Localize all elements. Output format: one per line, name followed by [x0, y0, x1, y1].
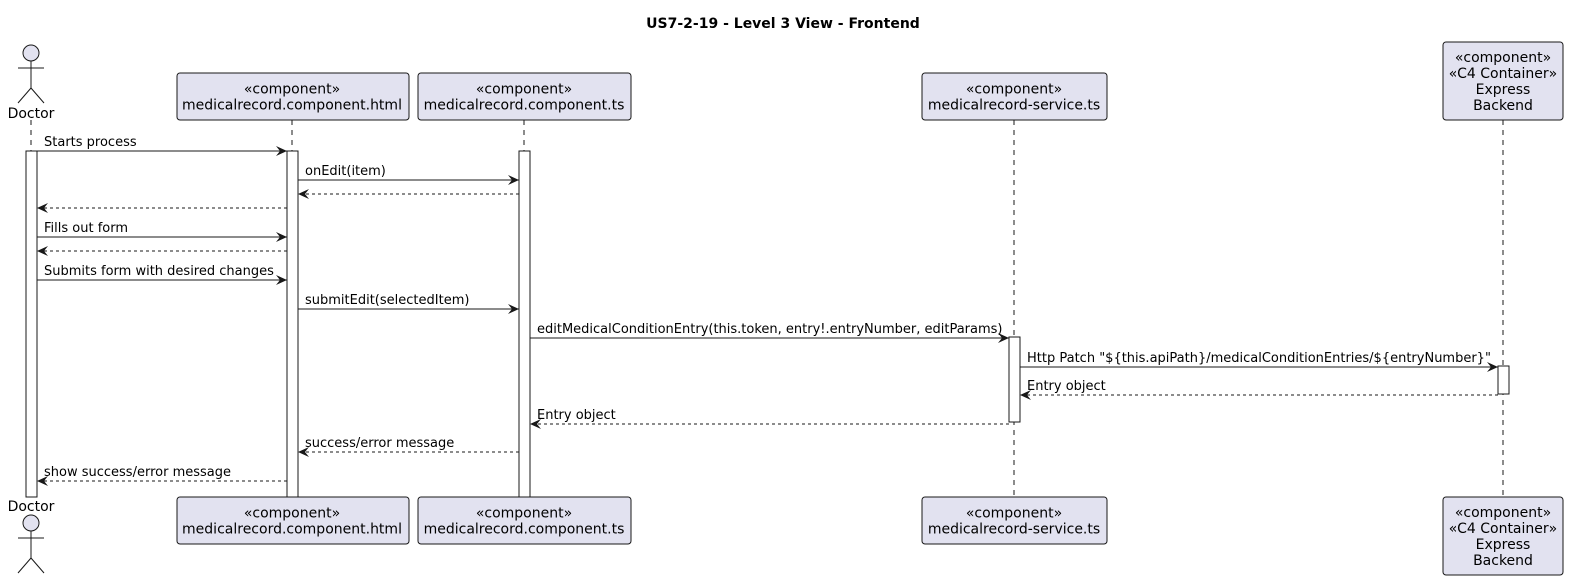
participant-box [176, 72, 410, 121]
participant-ts-bottom: «component»medicalrecord.component.ts [417, 496, 632, 545]
participants-top: Doctor«component»medicalrecord.component… [8, 41, 1564, 122]
participant-label-line: medicalrecord.component.html [182, 98, 402, 114]
activation-bar-doctor [25, 150, 38, 498]
participant-box [1442, 496, 1564, 576]
message-label: Entry object [1027, 379, 1106, 394]
message-label: Starts process [44, 135, 137, 150]
lifelines [30, 120, 1504, 497]
participant-box [417, 72, 632, 121]
message-7: Submits form with desired changes [37, 264, 287, 285]
participant-label-line: «component» [966, 82, 1062, 98]
participant-box [921, 496, 1108, 545]
participant-label-line: Backend [1473, 98, 1533, 114]
participant-label-line: Express [1476, 82, 1531, 98]
participant-label-line: «component» [476, 506, 572, 522]
message-8: submitEdit(selectedItem) [298, 293, 519, 314]
actor-icon [17, 44, 45, 104]
message-label: success/error message [305, 436, 454, 451]
participant-label-line: «component» [1455, 505, 1551, 521]
participant-html-bottom: «component»medicalrecord.component.html [176, 496, 410, 545]
activation-bar-ts [518, 150, 531, 498]
participant-label-line: Express [1476, 537, 1531, 553]
message-label: Http Patch "${this.apiPath}/medicalCondi… [1027, 351, 1491, 366]
message-label: submitEdit(selectedItem) [305, 293, 469, 308]
activation-bars [25, 150, 1510, 498]
participant-box [417, 496, 632, 545]
message-14: show success/error message [37, 465, 287, 486]
participant-label-line: «component» [244, 506, 340, 522]
message-9: editMedicalConditionEntry(this.token, en… [530, 322, 1009, 343]
activation-bar-backend [1497, 365, 1510, 395]
message-label: Submits form with desired changes [44, 264, 274, 279]
participant-service-bottom: «component»medicalrecord-service.ts [921, 496, 1108, 545]
participant-label-line: «C4 Container» [1449, 521, 1557, 537]
participant-box [921, 72, 1108, 121]
participant-doctor-bottom: Doctor [8, 499, 55, 574]
participant-label-line: medicalrecord-service.ts [928, 98, 1100, 114]
message-13: success/error message [298, 436, 519, 457]
participant-label-line: medicalrecord.component.ts [424, 522, 625, 538]
participants-bottom: Doctor«component»medicalrecord.component… [8, 496, 1564, 576]
participant-label-line: Backend [1473, 553, 1533, 569]
message-5: Fills out form [37, 221, 287, 242]
message-label: editMedicalConditionEntry(this.token, en… [537, 322, 1003, 337]
participant-box [176, 496, 410, 545]
participant-box [1442, 41, 1564, 121]
participant-label-line: medicalrecord.component.ts [424, 98, 625, 114]
participant-label-line: «component» [244, 82, 340, 98]
message-10: Http Patch "${this.apiPath}/medicalCondi… [1020, 351, 1498, 372]
message-label: Fills out form [44, 221, 128, 236]
message-label: Entry object [537, 408, 616, 423]
message-2: onEdit(item) [298, 164, 519, 185]
actor-icon [17, 514, 45, 574]
participant-label-line: medicalrecord-service.ts [928, 522, 1100, 538]
participant-doctor-top: Doctor [8, 44, 55, 122]
message-11: Entry object [1020, 379, 1498, 400]
messages: Starts process onEdit(item) Fills out form… [37, 135, 1498, 486]
participant-label-line: «component» [476, 82, 572, 98]
participant-label: Doctor [8, 106, 55, 122]
message-label: onEdit(item) [305, 164, 386, 179]
participant-label-line: «C4 Container» [1449, 66, 1557, 82]
participant-label: Doctor [8, 499, 55, 515]
participant-label-line: «component» [1455, 50, 1551, 66]
message-12: Entry object [530, 408, 1009, 429]
activation-bar-html [286, 150, 299, 498]
participant-label-line: «component» [966, 506, 1062, 522]
participant-ts-top: «component»medicalrecord.component.ts [417, 72, 632, 121]
message-1: Starts process [37, 135, 287, 156]
participant-html-top: «component»medicalrecord.component.html [176, 72, 410, 121]
participant-label-line: medicalrecord.component.html [182, 522, 402, 538]
participant-service-top: «component»medicalrecord-service.ts [921, 72, 1108, 121]
message-label: show success/error message [44, 465, 231, 480]
activation-bar-service [1008, 336, 1021, 423]
diagram-title: US7-2-19 - Level 3 View - Frontend [646, 16, 920, 32]
